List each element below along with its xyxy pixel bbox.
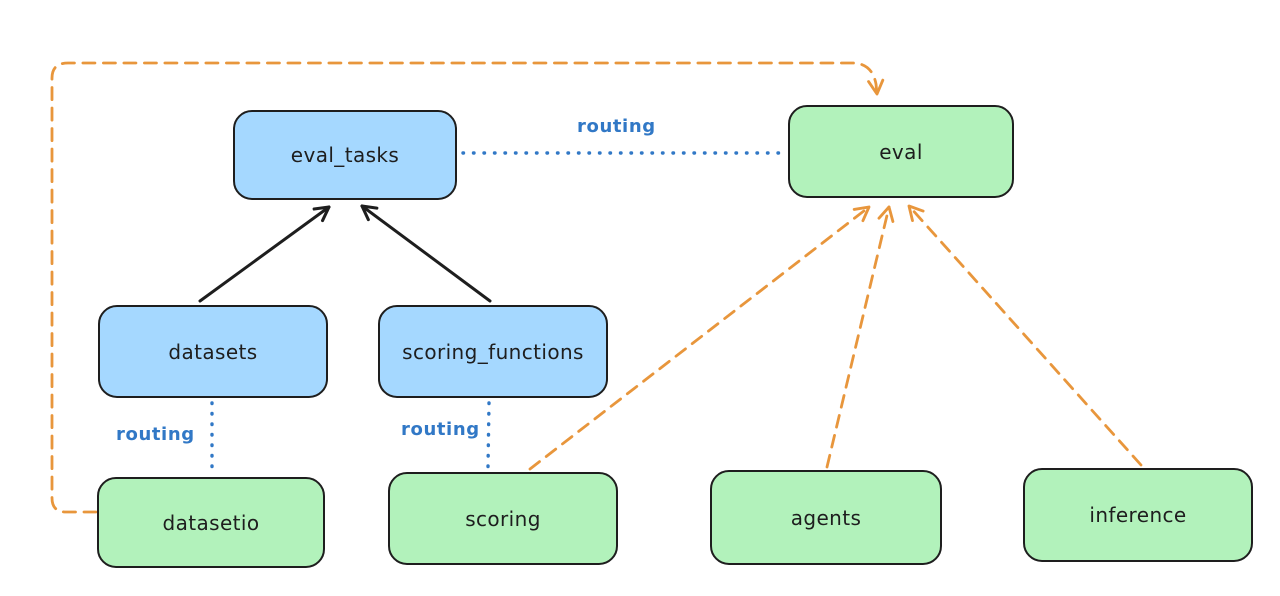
node-datasets: datasets	[98, 305, 328, 398]
edge-label-routing-scoring-functions-scoring: routing	[401, 419, 480, 440]
node-agents-label: agents	[790, 505, 862, 530]
node-eval: eval	[788, 105, 1014, 198]
node-datasetio: datasetio	[97, 477, 325, 568]
node-eval-label: eval	[879, 139, 923, 164]
edge-agents-to-eval	[825, 205, 895, 469]
edge-datasets-to-eval-tasks	[198, 205, 331, 303]
node-scoring-functions: scoring_functions	[378, 305, 608, 398]
node-scoring-functions-label: scoring_functions	[402, 339, 584, 364]
edge-label-routing-eval-tasks-eval: routing	[577, 116, 656, 137]
node-inference-label: inference	[1089, 503, 1187, 527]
node-datasets-label: datasets	[168, 339, 258, 364]
edge-scoring-functions-to-eval-tasks	[360, 204, 492, 303]
edge-scoring-to-eval	[528, 205, 871, 471]
edge-datasetio-to-eval	[50, 61, 885, 514]
node-agents: agents	[710, 470, 942, 565]
node-scoring-label: scoring	[465, 506, 541, 531]
edge-scoring-functions-to-scoring-routing	[486, 401, 491, 469]
edge-label-routing-datasets-datasetio: routing	[116, 424, 195, 445]
node-inference: inference	[1023, 468, 1253, 562]
node-scoring: scoring	[388, 472, 618, 565]
node-eval-tasks: eval_tasks	[233, 110, 457, 200]
node-eval-tasks-label: eval_tasks	[290, 143, 400, 167]
node-datasetio-label: datasetio	[162, 510, 260, 535]
edge-inference-to-eval	[907, 204, 1143, 467]
